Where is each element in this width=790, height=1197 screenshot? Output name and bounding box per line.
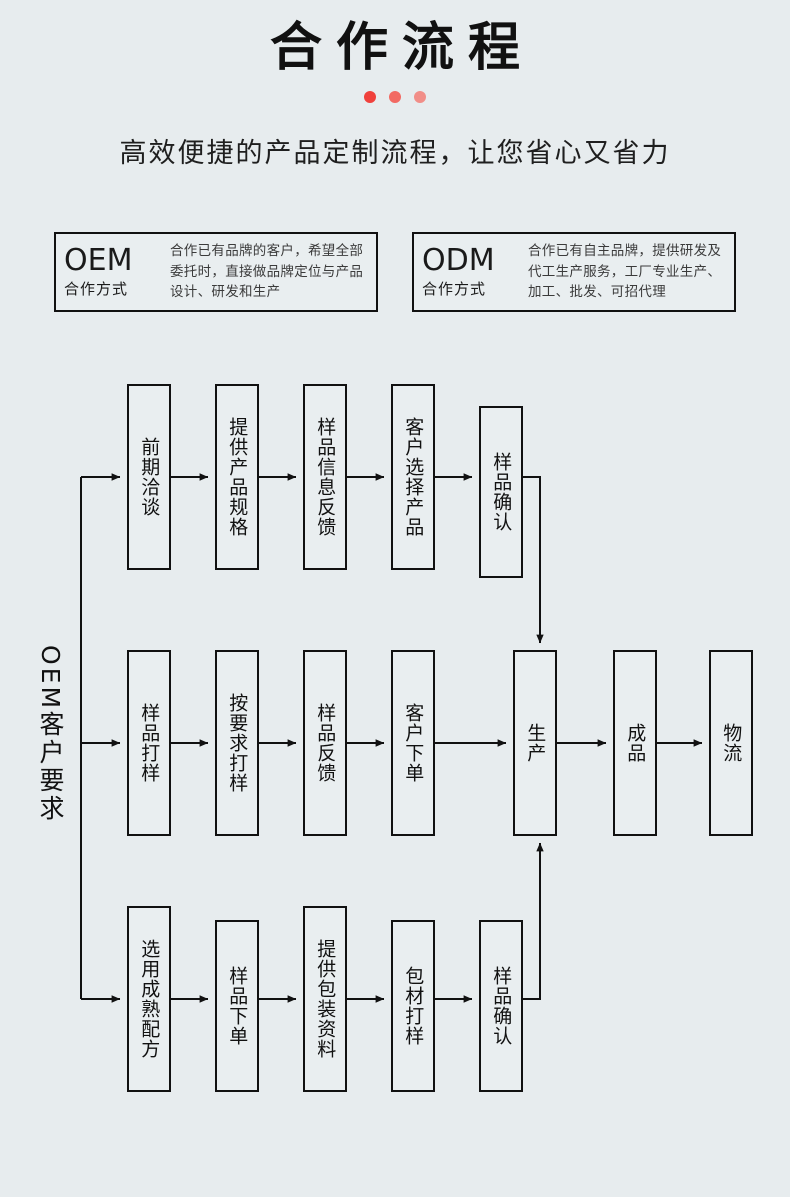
dot-decoration	[0, 91, 790, 104]
dot-1-icon	[364, 91, 376, 104]
node-label: 提供产品规格	[226, 417, 249, 537]
node-logistics[interactable]: 物流	[709, 650, 753, 836]
node-sample-confirm-row3[interactable]: 样品确认	[479, 920, 523, 1092]
node-sample-proofing[interactable]: 样品打样	[127, 650, 171, 836]
page-title: 合作流程	[269, 18, 534, 78]
mode-odm-description: 合作已有自主品牌，提供研发及代工生产服务，工厂专业生产、加工、批发、可招代理	[528, 242, 722, 301]
node-customer-place-order[interactable]: 客户下单	[391, 650, 435, 836]
node-pre-negotiation[interactable]: 前期洽谈	[127, 384, 171, 570]
node-sample-feedback[interactable]: 样品反馈	[303, 650, 347, 836]
node-label: 样品反馈	[314, 703, 337, 783]
mode-oem-abbr: OEM	[64, 243, 133, 278]
arrow-r1-to-production	[523, 476, 544, 644]
node-label: 物流	[720, 723, 743, 763]
mode-oem-heading: OEM 合作方式	[64, 243, 168, 299]
node-label: 客户选择产品	[402, 417, 425, 537]
dot-3-icon	[414, 91, 426, 104]
page-subtitle: 高效便捷的产品定制流程，让您省心又省力	[119, 138, 671, 170]
node-label: 样品确认	[490, 966, 513, 1046]
node-label: 包材打样	[402, 966, 425, 1046]
node-label: 成品	[624, 723, 647, 763]
node-label: 样品确认	[490, 452, 513, 532]
mode-card-odm: ODM 合作方式 合作已有自主品牌，提供研发及代工生产服务，工厂专业生产、加工、…	[412, 232, 736, 312]
mode-card-oem: OEM 合作方式 合作已有品牌的客户，希望全部委托时，直接做品牌定位与产品设计、…	[54, 232, 378, 312]
node-sample-order[interactable]: 样品下单	[215, 920, 259, 1092]
page-header: 合作流程 高效便捷的产品定制流程，让您省心又省力	[0, 0, 790, 170]
trunk-label: OEM客户要求	[36, 645, 65, 824]
node-label: 前期洽谈	[138, 437, 161, 517]
mode-oem-description: 合作已有品牌的客户，希望全部委托时，直接做品牌定位与产品设计、研发和生产	[170, 242, 364, 301]
arrow-r3-to-production	[523, 842, 544, 1000]
cooperation-modes: OEM 合作方式 合作已有品牌的客户，希望全部委托时，直接做品牌定位与产品设计、…	[0, 232, 790, 312]
node-label: 按要求打样	[226, 693, 249, 793]
trunk-label-text: OEM客户要求	[36, 645, 65, 824]
node-label: 样品下单	[226, 966, 249, 1046]
node-production[interactable]: 生产	[513, 650, 557, 836]
node-sample-info-feedback[interactable]: 样品信息反馈	[303, 384, 347, 570]
node-proof-on-request[interactable]: 按要求打样	[215, 650, 259, 836]
mode-odm-heading: ODM 合作方式	[422, 243, 526, 299]
node-finished-goods[interactable]: 成品	[613, 650, 657, 836]
node-packaging-proofing[interactable]: 包材打样	[391, 920, 435, 1092]
node-use-mature-formula[interactable]: 选用成熟配方	[127, 906, 171, 1092]
mode-odm-kind: 合作方式	[422, 280, 487, 298]
mode-oem-kind: 合作方式	[64, 280, 129, 298]
node-label: 样品信息反馈	[314, 417, 337, 537]
node-label: 客户下单	[402, 703, 425, 783]
node-customer-select-product[interactable]: 客户选择产品	[391, 384, 435, 570]
node-sample-confirm-row1[interactable]: 样品确认	[479, 406, 523, 578]
node-provide-packaging-info[interactable]: 提供包装资料	[303, 906, 347, 1092]
node-label: 提供包装资料	[314, 939, 337, 1059]
mode-odm-abbr: ODM	[422, 243, 495, 278]
node-label: 样品打样	[138, 703, 161, 783]
node-label: 选用成熟配方	[138, 939, 161, 1059]
node-label: 生产	[524, 723, 547, 763]
node-provide-product-spec[interactable]: 提供产品规格	[215, 384, 259, 570]
dot-2-icon	[389, 91, 401, 104]
